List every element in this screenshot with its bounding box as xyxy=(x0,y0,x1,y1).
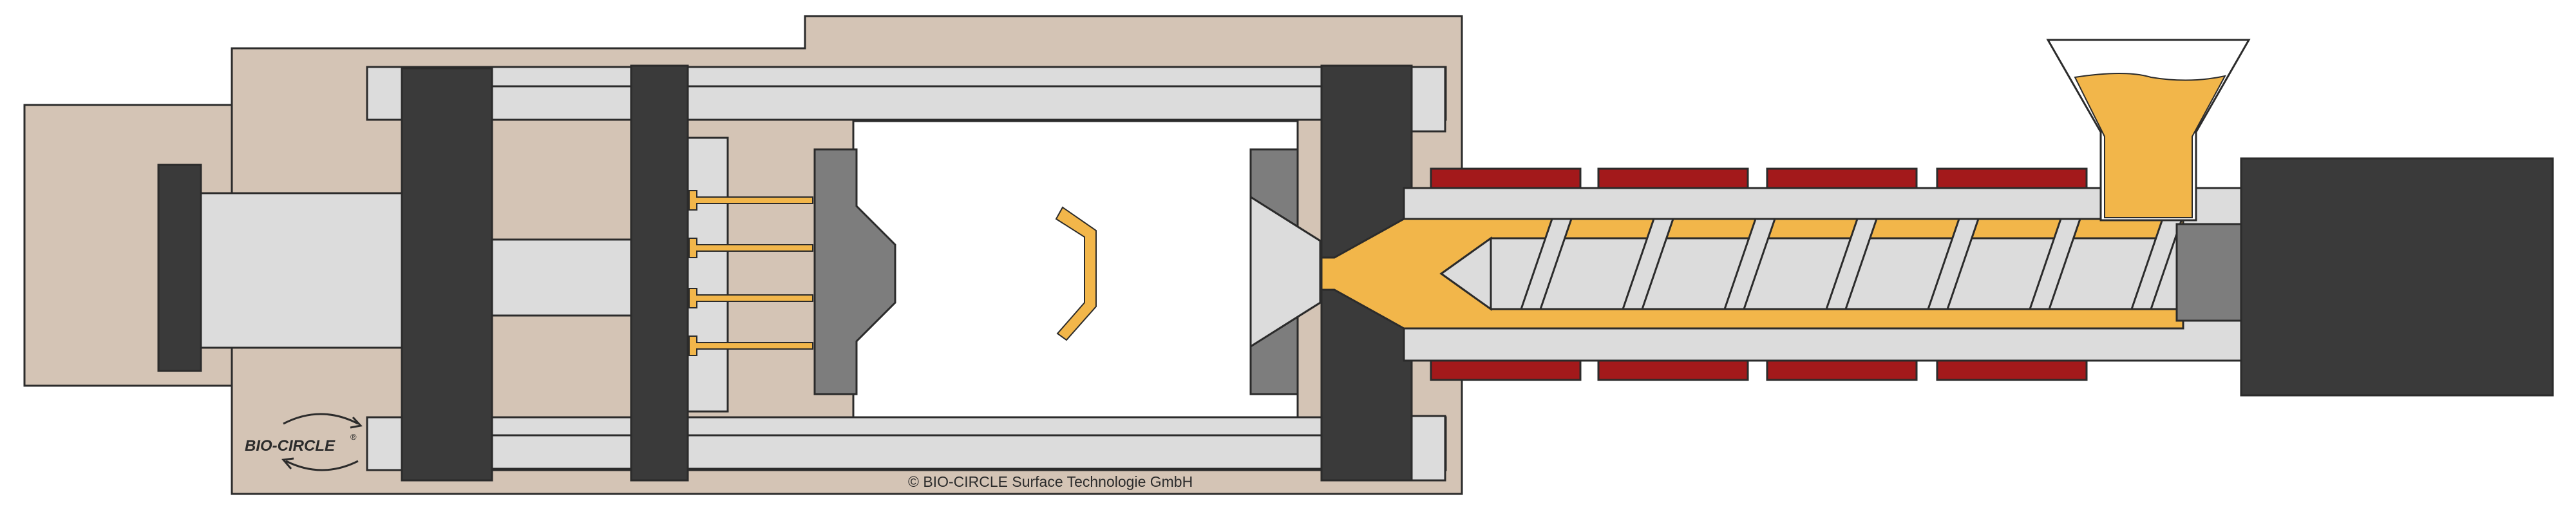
tie-bar-top-inner xyxy=(488,85,1328,121)
screw-flight-2 xyxy=(1621,218,1675,310)
sprue-bushing xyxy=(1249,195,1321,348)
heater-band-bottom-1 xyxy=(1430,359,1582,381)
ejector-pin-1 xyxy=(688,190,813,211)
molded-part xyxy=(1055,206,1097,341)
screw-flights xyxy=(1519,218,2184,310)
heater-band-bottom-3 xyxy=(1766,359,1918,381)
logo-arc-top-icon xyxy=(283,413,359,425)
moving-platen xyxy=(630,64,689,482)
tie-bar-bottom-nut xyxy=(1410,415,1446,482)
screw-flight-1 xyxy=(1519,218,1573,310)
logo-arrow-bottom-icon xyxy=(281,457,294,469)
ejector-pin-2 xyxy=(688,238,813,258)
hopper xyxy=(2046,39,2251,222)
logo-text: BIO-CIRCLE xyxy=(245,437,336,455)
logo-registered: ® xyxy=(350,432,357,442)
drive-coupling xyxy=(2175,223,2242,322)
ejector-pins xyxy=(688,190,813,356)
movable-mold-half xyxy=(813,148,896,395)
heater-band-top-2 xyxy=(1597,167,1749,189)
heater-band-top-4 xyxy=(1936,167,2088,189)
logo-arrow-top-icon xyxy=(350,416,363,429)
screw-flight-3 xyxy=(1723,218,1777,310)
screw-flight-6 xyxy=(2028,218,2082,310)
bio-circle-logo: BIO-CIRCLE ® xyxy=(245,413,363,471)
screw-tip xyxy=(1439,236,1492,311)
ejector-plate xyxy=(681,137,729,413)
tie-bar-top-nut xyxy=(1410,66,1446,133)
heater-band-top-3 xyxy=(1766,167,1918,189)
copyright-text: © BIO-CIRCLE Surface Technologie GmbH xyxy=(908,473,1193,490)
ejector-pin-4 xyxy=(688,335,813,356)
rear-platen xyxy=(401,67,493,482)
ram-rod xyxy=(200,192,407,349)
screw-flight-5 xyxy=(1926,218,1980,310)
tie-bars xyxy=(366,66,1447,471)
tie-bar-bottom-inner xyxy=(488,434,1328,470)
logo-arc-bottom-icon xyxy=(285,460,359,471)
hopper-granulate xyxy=(2074,73,2226,218)
heater-band-top-1 xyxy=(1430,167,1582,189)
heater-band-bottom-2 xyxy=(1597,359,1749,381)
drive-motor xyxy=(2240,157,2554,397)
screw-flight-4 xyxy=(1824,218,1879,310)
piston-head xyxy=(157,164,202,372)
ejector-pin-3 xyxy=(688,288,813,308)
heater-bands-bottom xyxy=(1430,359,2088,381)
mold-cavity-space xyxy=(852,120,1299,431)
heater-band-bottom-4 xyxy=(1936,359,2088,381)
heater-bands-top xyxy=(1430,167,2088,189)
